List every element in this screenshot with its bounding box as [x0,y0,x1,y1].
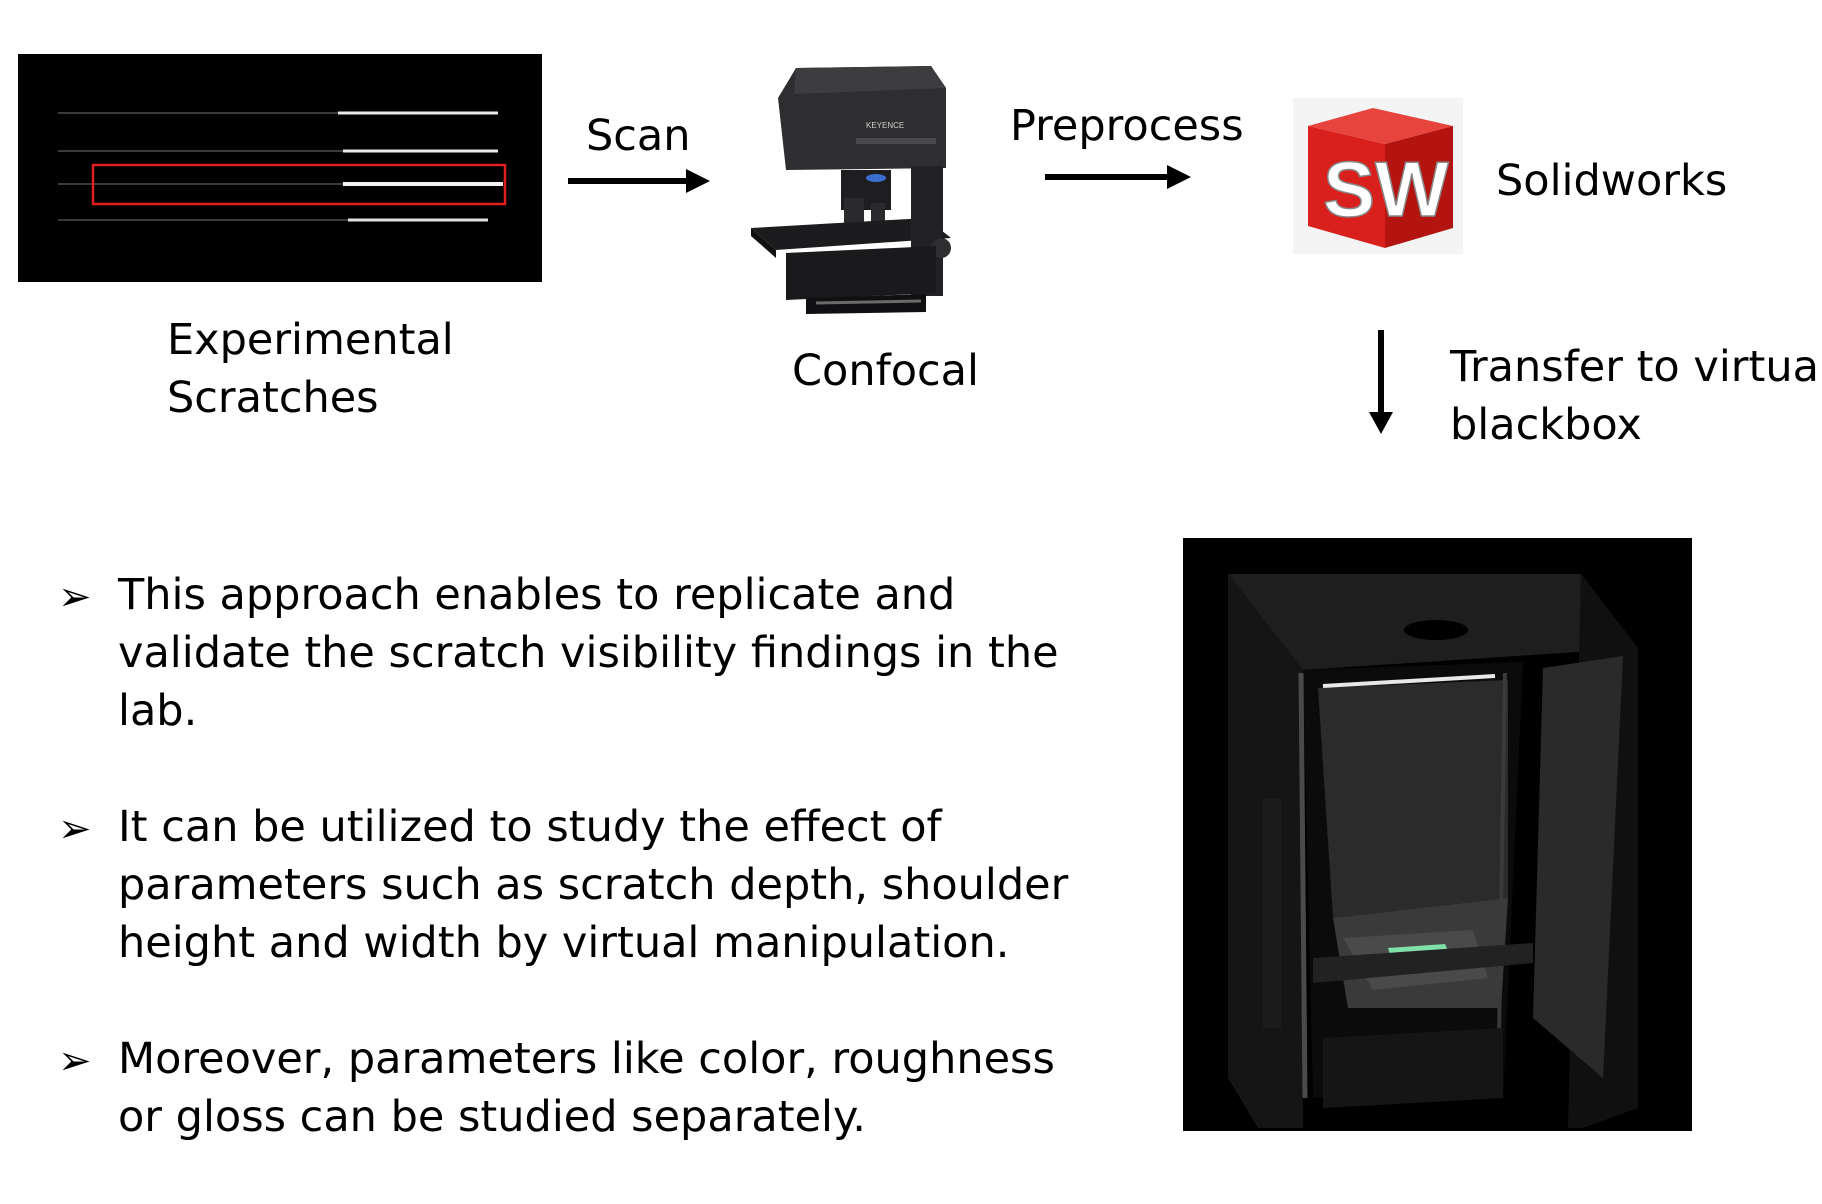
solidworks-label: Solidworks [1496,156,1728,206]
scan-label: Scan [586,111,691,161]
scratch-highlight-box [91,163,507,206]
confocal-microscope-image: KEYENCE [751,66,951,314]
virtual-blackbox-render [1183,538,1692,1131]
transfer-label: Transfer to virtual blackbox [1450,342,1822,450]
solidworks-logo-letters: SW [1323,145,1449,233]
solidworks-logo: SW [1293,98,1463,254]
bullet-text: It can be utilized to study the effect o… [118,802,1069,968]
scratches-image [18,54,542,282]
bullet-text: This approach enables to replicate and v… [118,570,1059,736]
arrow-bullet-icon: ➢ [58,574,92,620]
scan-arrow [568,169,710,193]
bullet-text: Moreover, parameters like color, roughne… [118,1034,1055,1142]
scratches-label: Experimental Scratches [167,315,454,423]
arrow-bullet-icon: ➢ [58,806,92,852]
preprocess-arrow [1045,165,1191,189]
arrow-bullet-icon: ➢ [58,1038,92,1084]
keyence-brand-text: KEYENCE [866,121,904,130]
bullet-list: ➢ This approach enables to replicate and… [58,566,1098,1204]
transfer-arrow [1369,330,1393,434]
bullet-item: ➢ Moreover, parameters like color, rough… [58,1030,1098,1146]
bullet-item: ➢ This approach enables to replicate and… [58,566,1098,740]
bullet-item: ➢ It can be utilized to study the effect… [58,798,1098,972]
preprocess-label: Preprocess [1010,101,1244,151]
confocal-label: Confocal [792,346,979,396]
